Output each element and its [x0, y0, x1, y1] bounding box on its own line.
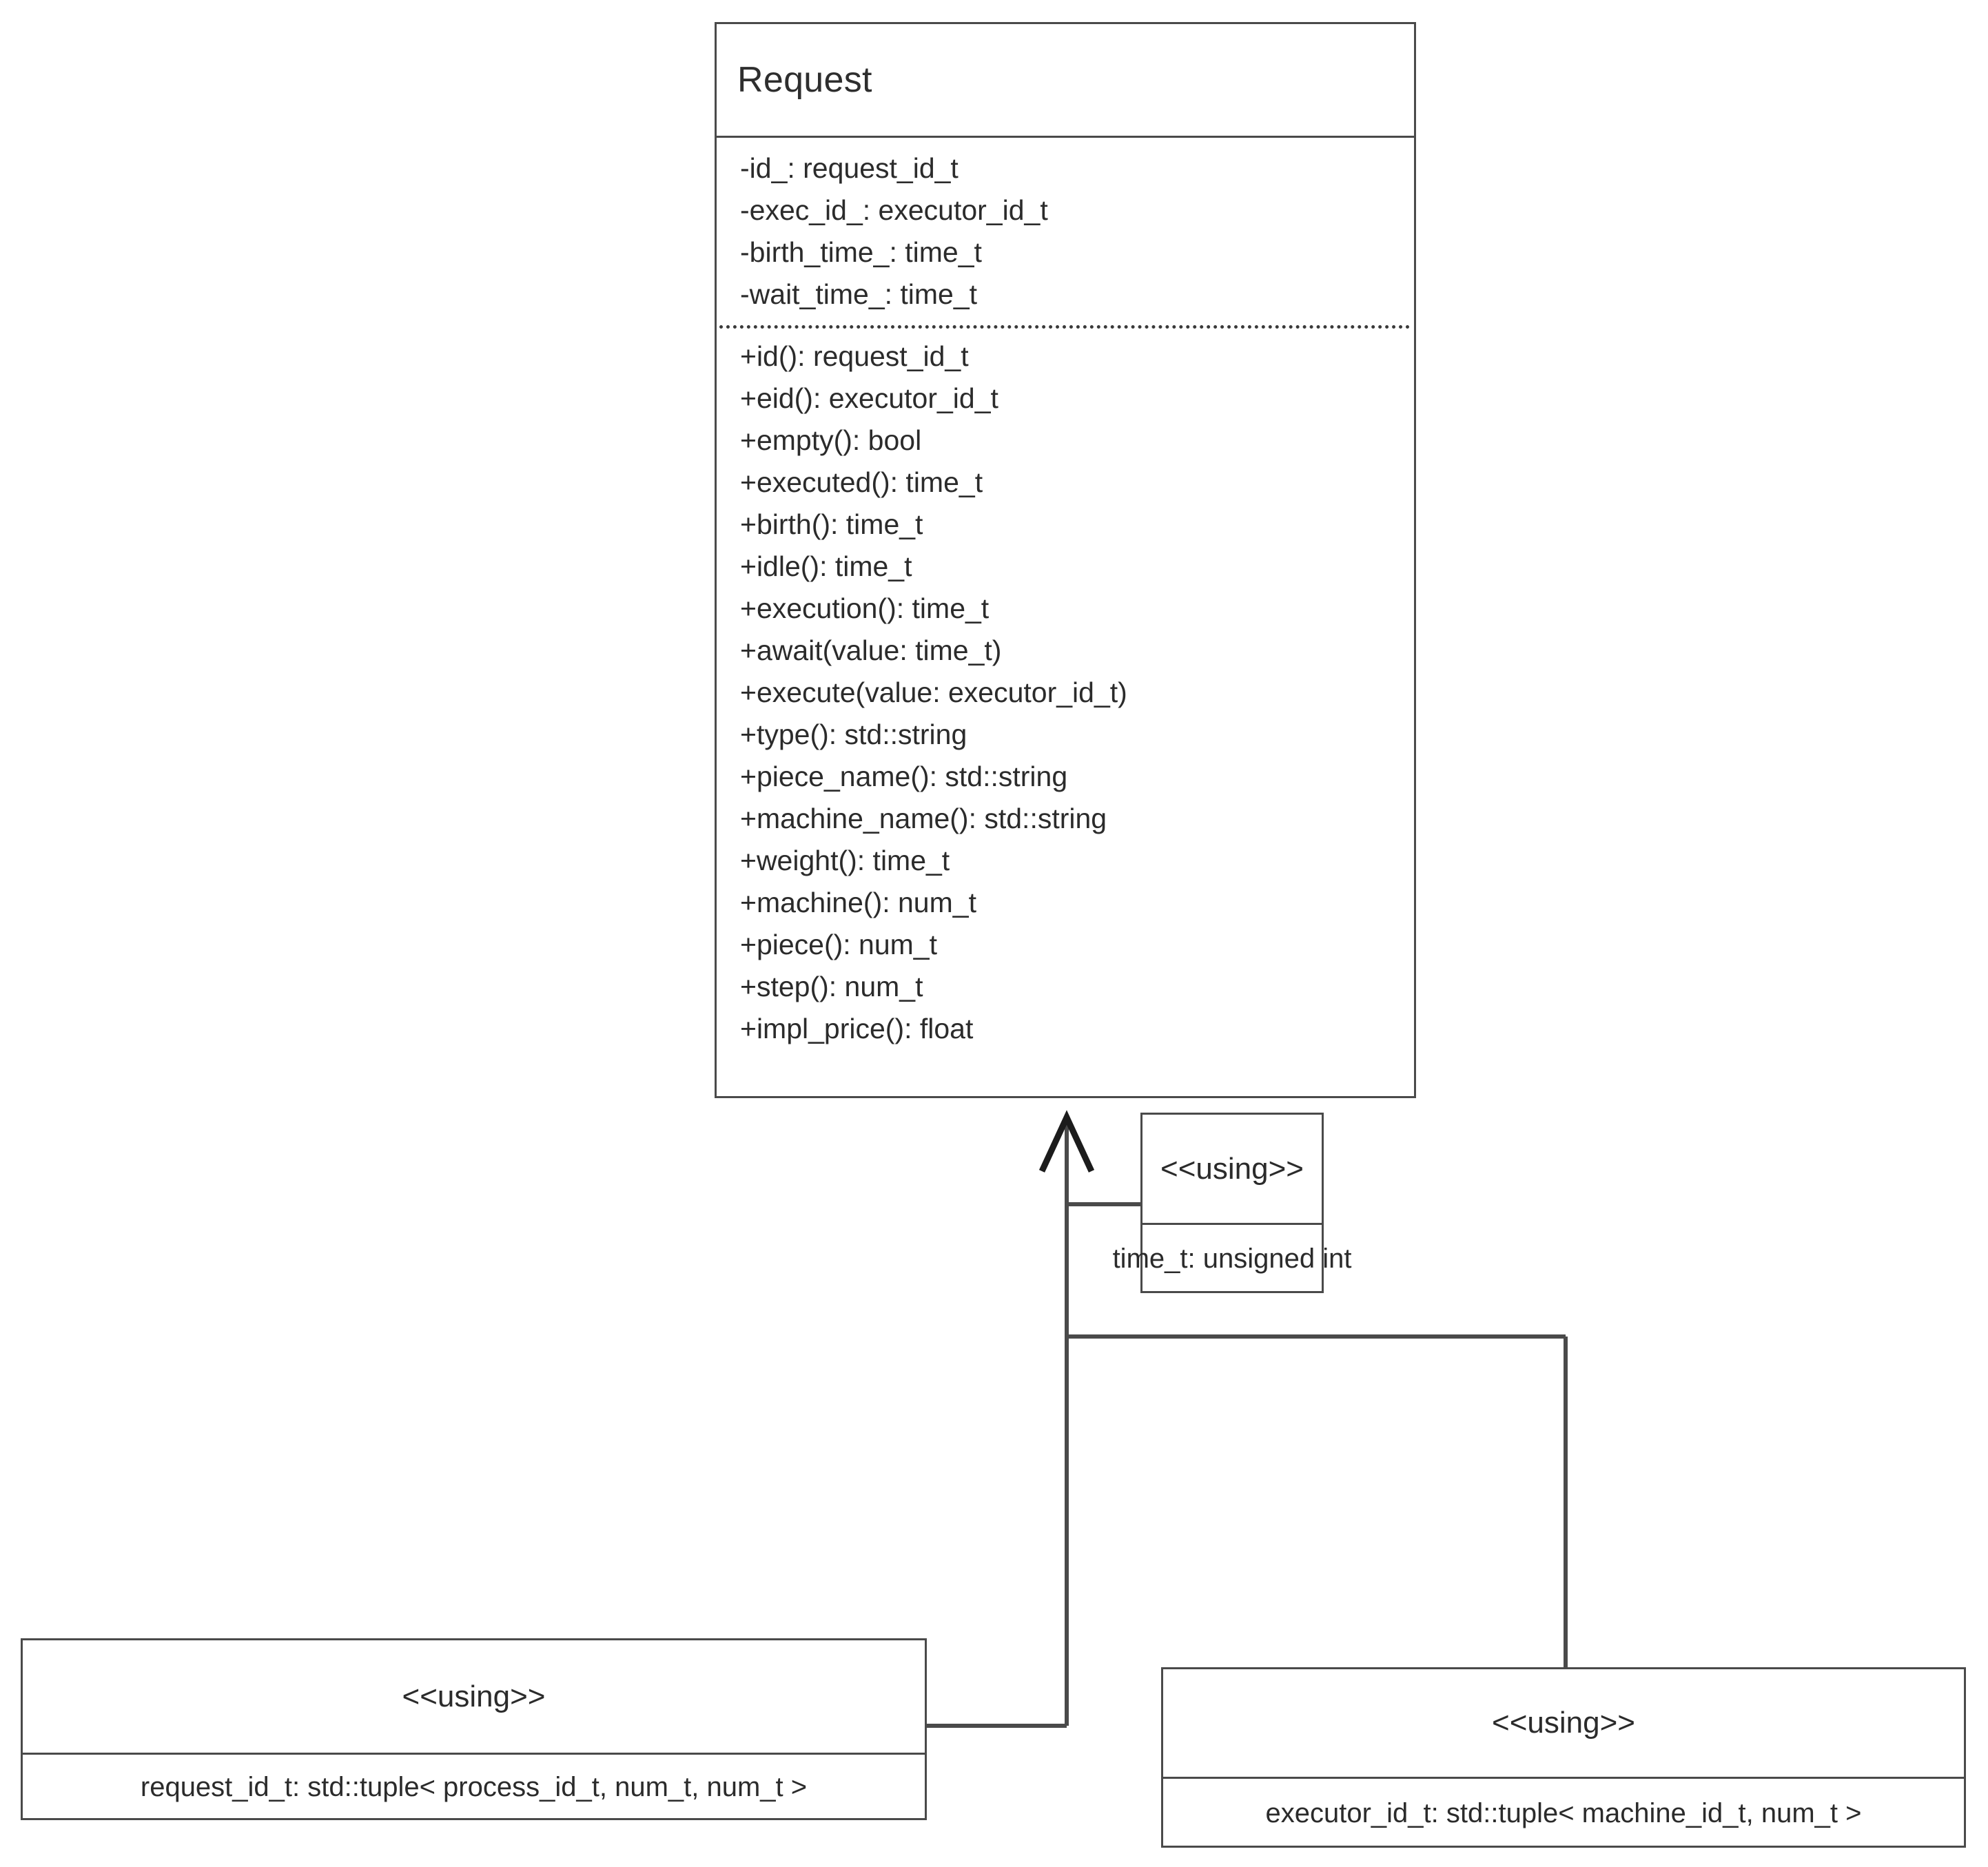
operation-row: +execute(value: executor_id_t): [740, 677, 1127, 708]
using-note-declaration-band: time_t: unsigned int: [1113, 1225, 1352, 1293]
using-note-declaration-band: executor_id_t: std::tuple< machine_id_t,…: [1163, 1779, 1964, 1848]
operation-row: +executed(): time_t: [740, 466, 983, 498]
operation-row: +type(): std::string: [740, 719, 967, 750]
operation-row: +birth(): time_t: [740, 508, 923, 540]
using-note-declaration-band: request_id_t: std::tuple< process_id_t, …: [23, 1755, 925, 1820]
operation-row: +idle(): time_t: [740, 550, 912, 582]
declaration-label: request_id_t: std::tuple< process_id_t, …: [140, 1772, 808, 1802]
operation-row: +piece_name(): std::string: [740, 761, 1068, 792]
operation-row: +weight(): time_t: [740, 845, 950, 876]
class-box-request[interactable]: Request -id_: request_id_t -exec_id_: ex…: [715, 22, 1416, 1098]
class-attributes-compartment: -id_: request_id_t -exec_id_: executor_i…: [717, 138, 1414, 322]
using-note-stereotype-band: <<using>>: [1142, 1115, 1322, 1225]
class-name-band: Request: [717, 24, 1414, 138]
operation-row: +machine_name(): std::string: [740, 803, 1107, 834]
using-note-stereotype-band: <<using>>: [1163, 1669, 1964, 1779]
attribute-row: -birth_time_: time_t: [740, 236, 982, 268]
operation-row: +step(): num_t: [740, 971, 923, 1002]
operation-row: +impl_price(): float: [740, 1013, 974, 1044]
operation-row: +execution(): time_t: [740, 592, 990, 624]
dependency-arrowhead-icon: [1038, 1110, 1095, 1173]
using-note-stereotype-band: <<using>>: [23, 1640, 925, 1755]
operation-row: +machine(): num_t: [740, 887, 976, 918]
operation-row: +empty(): bool: [740, 424, 922, 456]
declaration-label: executor_id_t: std::tuple< machine_id_t,…: [1265, 1797, 1862, 1828]
operation-row: +eid(): executor_id_t: [740, 382, 998, 414]
class-title: Request: [737, 60, 872, 100]
attribute-row: -id_: request_id_t: [740, 152, 959, 184]
operation-row: +await(value: time_t): [740, 635, 1002, 666]
stereotype-label: <<using>>: [402, 1679, 546, 1713]
declaration-label: time_t: unsigned int: [1112, 1244, 1352, 1274]
class-operations-compartment: +id(): request_id_t +eid(): executor_id_…: [717, 329, 1414, 1057]
stereotype-label: <<using>>: [1160, 1151, 1304, 1186]
operation-row: +id(): request_id_t: [740, 340, 969, 372]
operation-row: +piece(): num_t: [740, 929, 937, 960]
attribute-row: -exec_id_: executor_id_t: [740, 194, 1048, 226]
using-note-executor-id-t[interactable]: <<using>> executor_id_t: std::tuple< mac…: [1161, 1667, 1966, 1848]
stereotype-label: <<using>>: [1492, 1706, 1635, 1740]
compartment-separator-dotted: [719, 325, 1410, 329]
using-note-request-id-t[interactable]: <<using>> request_id_t: std::tuple< proc…: [21, 1638, 927, 1820]
using-note-time-t[interactable]: <<using>> time_t: unsigned int: [1113, 1113, 1352, 1293]
attribute-row: -wait_time_: time_t: [740, 278, 978, 310]
